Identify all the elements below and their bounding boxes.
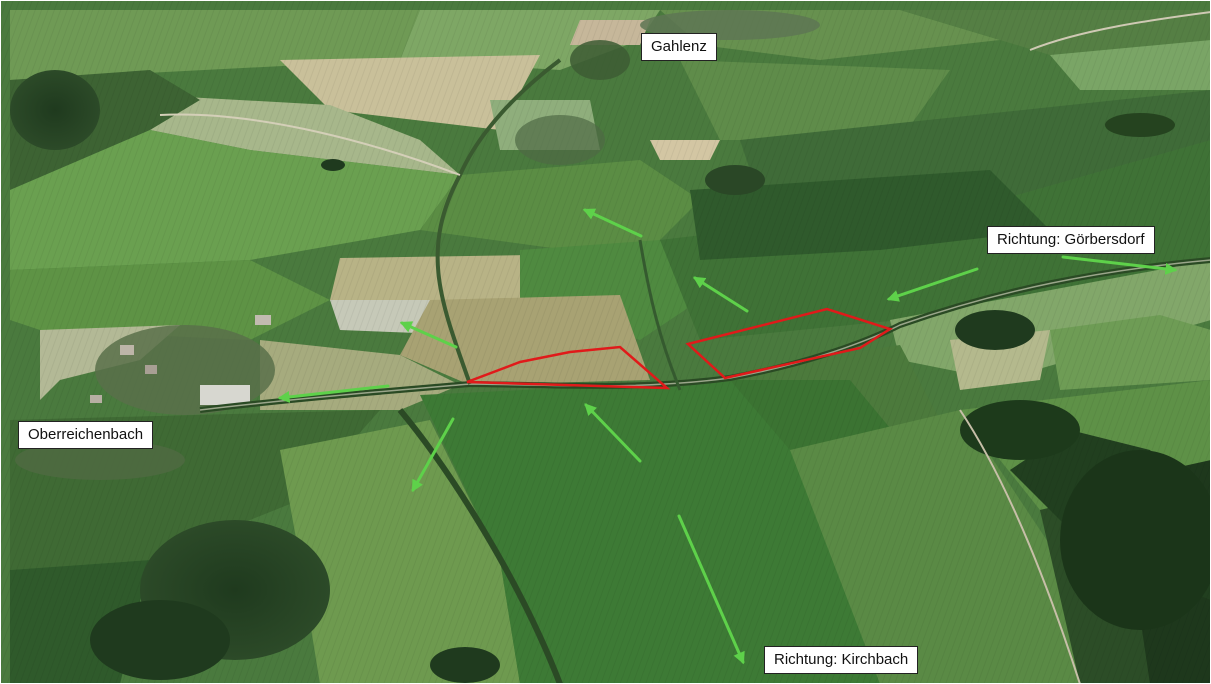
highlighted-areas [466, 307, 893, 390]
label-oberreichenbach: Oberreichenbach [18, 421, 154, 449]
arrow-5 [399, 321, 458, 349]
highlight-area-east [685, 307, 893, 380]
villages [15, 10, 820, 480]
arrow-3 [886, 267, 979, 302]
arrow-9 [677, 514, 745, 665]
arrow-2 [692, 276, 749, 313]
highlight-area-west [466, 345, 671, 390]
label-gahlenz: Gahlenz [641, 33, 717, 61]
label-richtung-goerbersdorf: Richtung: Görbersdorf [987, 226, 1155, 254]
arrow-7 [584, 403, 642, 463]
forest-patches [10, 70, 1211, 683]
label-richtung-kirchbach: Richtung: Kirchbach [764, 646, 919, 674]
arrow-8 [411, 417, 455, 493]
arrow-4 [1061, 255, 1178, 275]
arrow-6 [277, 384, 390, 403]
arrow-1 [582, 208, 643, 238]
direction-arrows [277, 208, 1178, 665]
